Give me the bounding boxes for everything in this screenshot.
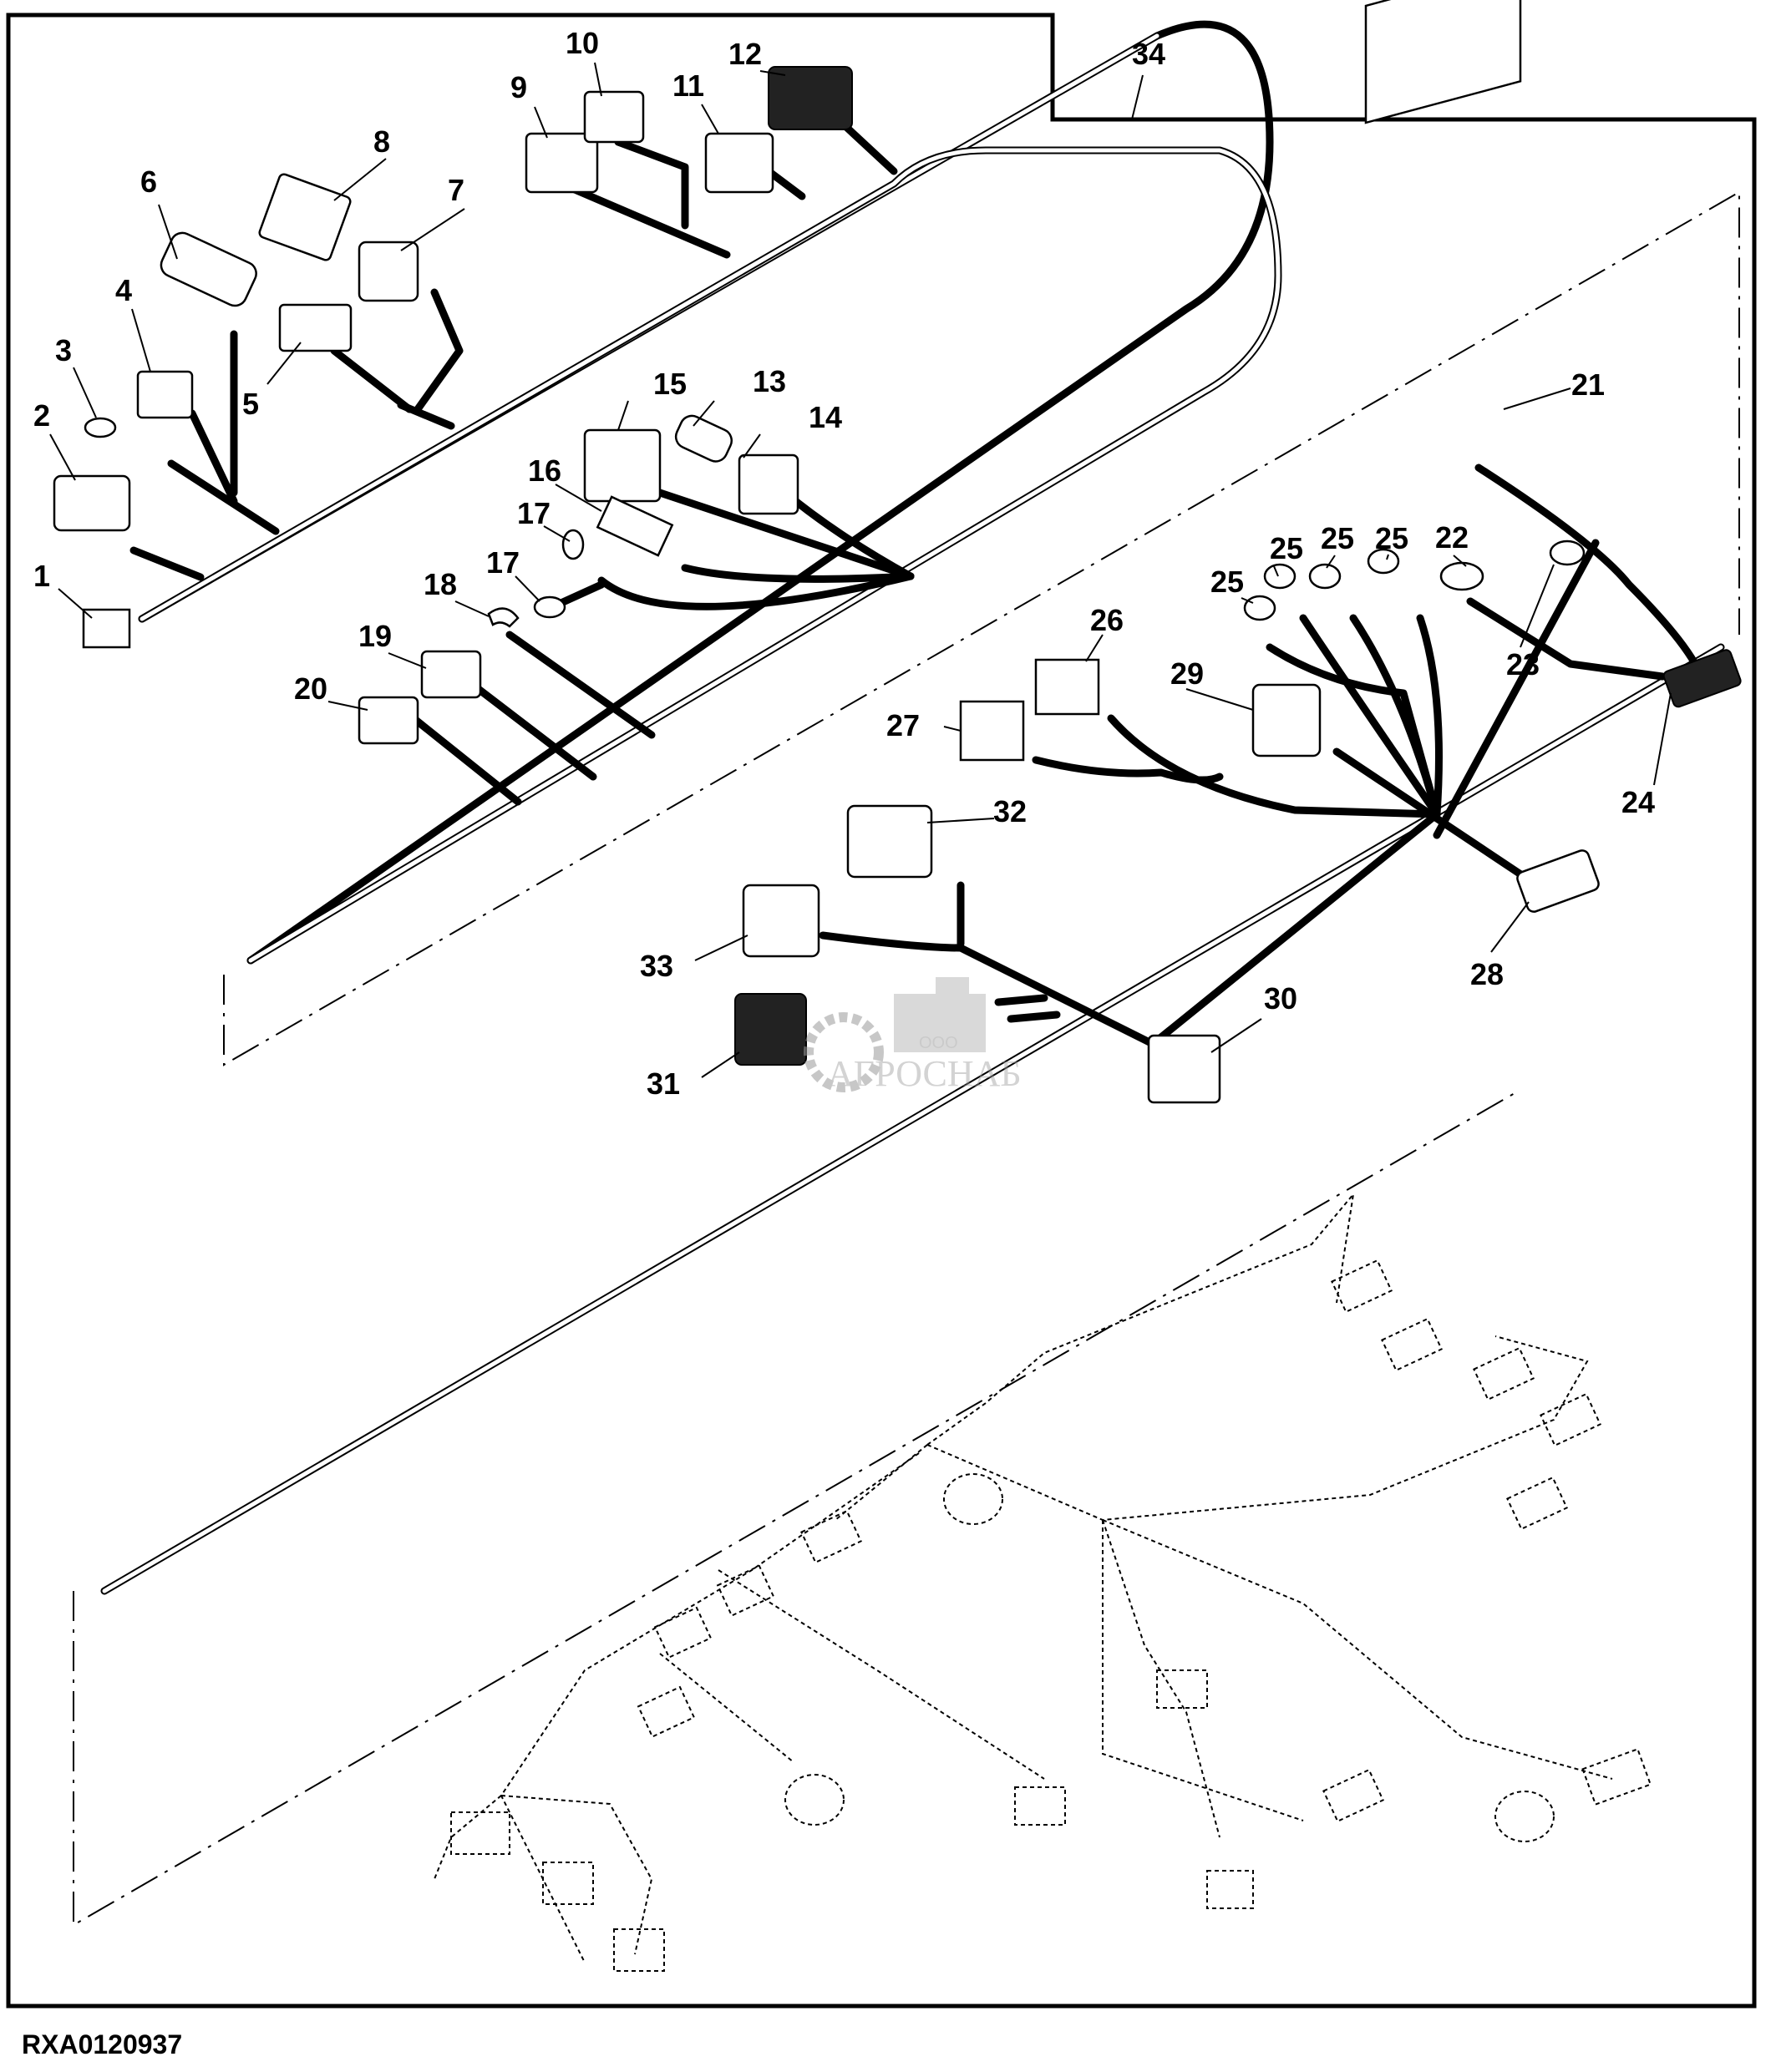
watermark-name: АГРОСНАБ — [827, 1053, 1022, 1094]
connector-19[interactable] — [420, 650, 482, 699]
lower-harness — [100, 464, 1725, 1595]
callout-12: 12 — [728, 37, 762, 71]
connector-2[interactable] — [53, 474, 131, 532]
callout-14: 14 — [809, 400, 842, 434]
diagram-frame — [6, 13, 1757, 2009]
callout-25b: 25 — [1270, 531, 1303, 565]
callout-18: 18 — [424, 567, 457, 601]
connector-10[interactable] — [583, 90, 645, 144]
connector-20[interactable] — [358, 696, 419, 745]
callout-15: 15 — [653, 367, 687, 401]
callout-27: 27 — [886, 708, 920, 742]
callout-11: 11 — [672, 68, 704, 103]
callout-17b: 17 — [486, 545, 520, 580]
figure-id: RXA0120937 — [22, 2029, 183, 2059]
ring-terminal-25a[interactable] — [1243, 595, 1276, 621]
connector-1[interactable] — [82, 608, 131, 649]
connector-7[interactable] — [358, 241, 419, 302]
callout-24: 24 — [1621, 785, 1655, 819]
callout-34: 34 — [1132, 37, 1165, 71]
ring-terminal-25d[interactable] — [1367, 548, 1400, 575]
callout-20: 20 — [294, 671, 327, 706]
connector-33[interactable] — [742, 884, 820, 958]
connector-13[interactable] — [672, 412, 736, 465]
connector-8[interactable] — [258, 173, 352, 261]
upper-harness — [129, 20, 1282, 965]
callout-4: 4 — [115, 273, 132, 307]
callout-31: 31 — [647, 1066, 680, 1101]
callout-25c: 25 — [1321, 521, 1354, 555]
ring-terminal-22[interactable] — [1439, 561, 1484, 591]
callouts: 1 2 3 4 5 6 7 8 9 10 11 12 13 14 15 16 1… — [33, 26, 1655, 1101]
watermark-logo: ООО АГРОСНАБ — [804, 977, 1022, 1094]
callout-5: 5 — [242, 387, 259, 421]
connectors — [53, 0, 1742, 1104]
callout-25d: 25 — [1375, 521, 1408, 555]
callout-6: 6 — [140, 165, 157, 199]
callout-33: 33 — [640, 949, 673, 983]
ring-terminal-25c[interactable] — [1308, 563, 1342, 590]
connector-14[interactable] — [738, 453, 799, 515]
ring-terminal-25b[interactable] — [1263, 563, 1296, 590]
connector-30[interactable] — [1147, 1034, 1221, 1104]
ring-terminal-17b[interactable] — [533, 595, 566, 619]
connector-15[interactable] — [583, 428, 662, 503]
connector-27[interactable] — [959, 700, 1025, 762]
callout-21: 21 — [1571, 367, 1605, 402]
callout-2: 2 — [33, 398, 50, 433]
callout-32: 32 — [993, 794, 1027, 828]
connector-28[interactable] — [1515, 849, 1601, 914]
ring-terminal-23[interactable] — [1549, 540, 1586, 566]
callout-17a: 17 — [517, 496, 551, 530]
callout-23: 23 — [1506, 647, 1540, 681]
callout-10: 10 — [566, 26, 599, 60]
connector-9[interactable] — [525, 132, 599, 194]
callout-9: 9 — [510, 70, 527, 104]
leader-lines — [49, 62, 1672, 1078]
watermark-prefix: ООО — [919, 1034, 958, 1052]
callout-22: 22 — [1435, 520, 1469, 555]
callout-3: 3 — [55, 333, 72, 367]
callout-28: 28 — [1470, 957, 1504, 991]
ring-terminal-3[interactable] — [84, 417, 117, 438]
callout-26: 26 — [1090, 603, 1124, 637]
callout-19: 19 — [358, 619, 392, 653]
connector-21[interactable] — [1364, 0, 1522, 124]
callout-30: 30 — [1264, 981, 1297, 1016]
spade-terminal-18[interactable] — [487, 607, 520, 628]
connector-12[interactable] — [768, 66, 853, 130]
callout-1: 1 — [33, 559, 50, 593]
dash-dot-guides — [73, 190, 1740, 1927]
connector-32[interactable] — [846, 804, 933, 879]
connector-11[interactable] — [704, 132, 774, 194]
callout-13: 13 — [753, 364, 786, 398]
connector-16[interactable] — [596, 495, 674, 557]
connector-5[interactable] — [278, 303, 353, 352]
connector-24[interactable] — [1662, 649, 1742, 708]
connector-29[interactable] — [1251, 683, 1322, 757]
connector-31[interactable] — [734, 993, 807, 1066]
ring-terminal-17a[interactable] — [561, 529, 585, 560]
connector-4[interactable] — [136, 370, 194, 419]
phantom-harness — [434, 1191, 1652, 1972]
callout-25a: 25 — [1210, 565, 1244, 599]
callout-29: 29 — [1170, 656, 1204, 691]
callout-8: 8 — [373, 124, 390, 159]
callout-7: 7 — [448, 173, 464, 207]
callout-16: 16 — [528, 453, 561, 488]
connector-6[interactable] — [157, 229, 260, 309]
connector-26[interactable] — [1034, 658, 1100, 716]
